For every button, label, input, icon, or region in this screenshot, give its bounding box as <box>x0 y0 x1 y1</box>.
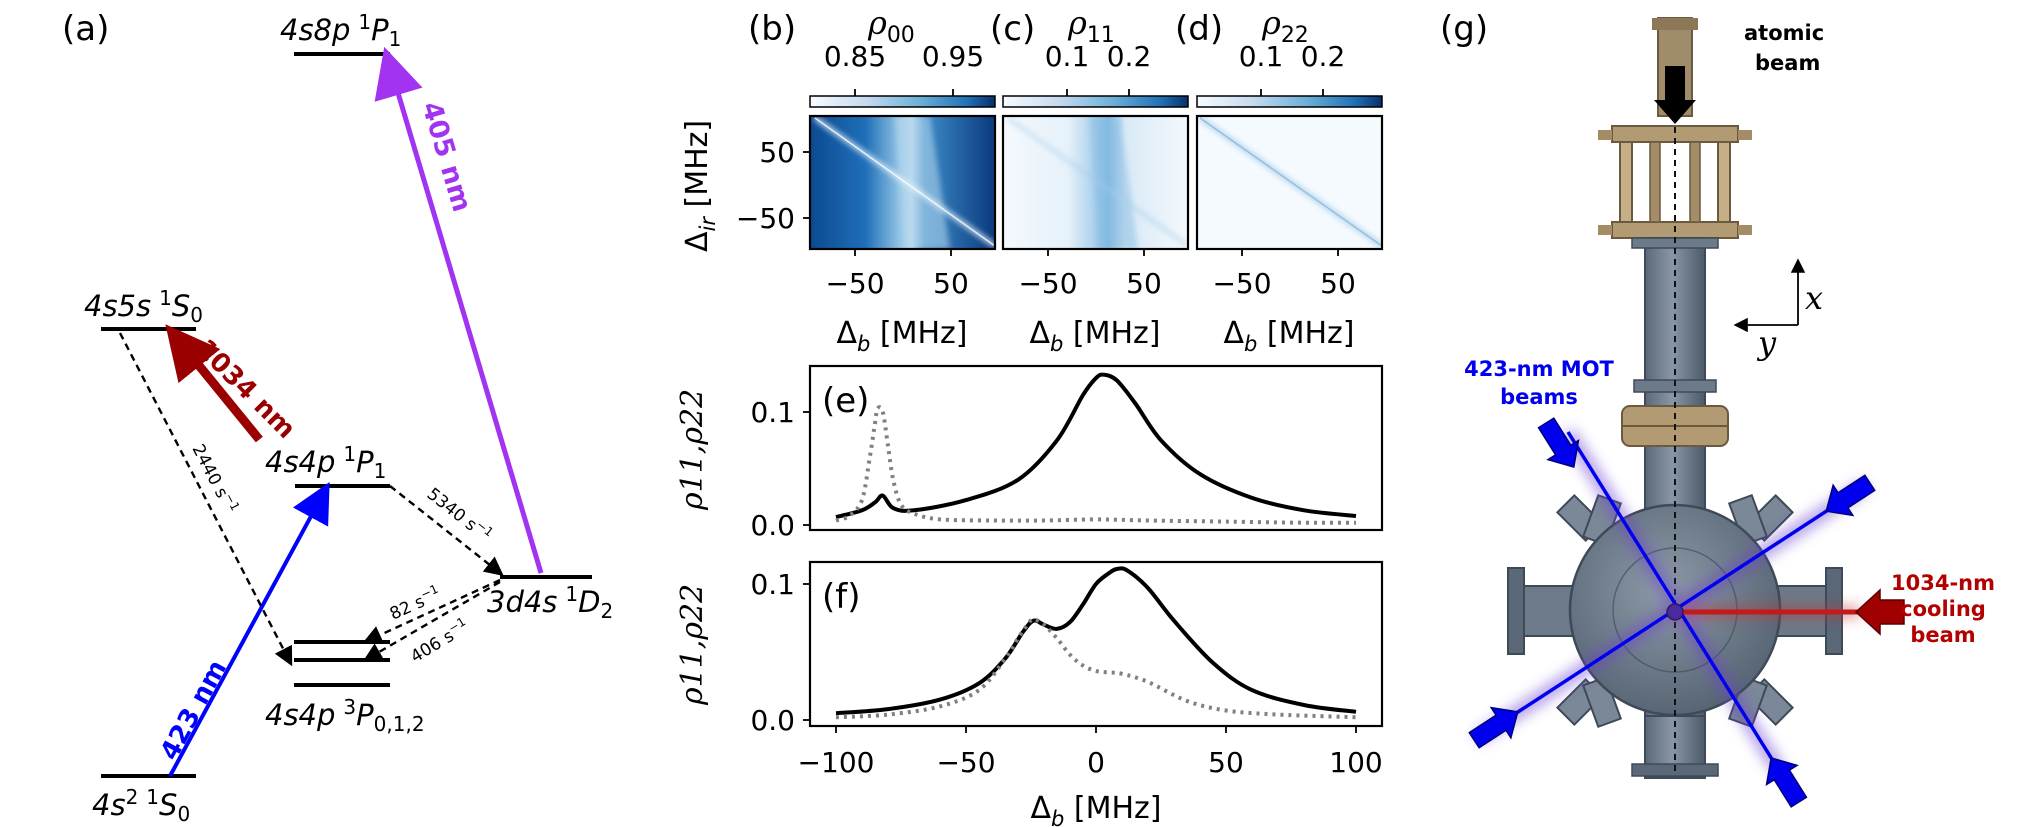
cbar-d-tick-1: 0.1 <box>1239 40 1284 73</box>
arrow-1034nm <box>165 324 263 443</box>
decay-406 <box>362 580 501 662</box>
cbar-c-tick-1: 0.1 <box>1045 40 1090 73</box>
decay-5340-label: 5340 s−1 <box>423 482 496 547</box>
plot-f-ytick-0: 0.0 <box>750 704 795 737</box>
heatmap-b-xlabel: Δb [MHz] <box>836 316 967 356</box>
plot-xtick-100: 100 <box>1329 746 1382 779</box>
heatmap-c-xlabel: Δb [MHz] <box>1029 316 1160 356</box>
plot-xtick-50: 50 <box>1208 746 1244 779</box>
heatmap-panels: (b) (c) (d) ρ00 ρ11 ρ22 0.85 0.95 0.1 0.… <box>680 4 1384 356</box>
plot-e-rho11-line <box>835 372 1357 520</box>
mot-beam-diagonal-2 <box>1566 431 1782 773</box>
panel-b-label: (b) <box>748 9 796 49</box>
arrow-405nm <box>374 46 544 574</box>
panel-e-label: (e) <box>822 381 869 421</box>
plot-f-rho22-line <box>835 617 1357 720</box>
panel-g-label: (g) <box>1440 9 1488 49</box>
plot-e-ylabel: ρ11,ρ22 <box>675 389 710 511</box>
heatmap-c <box>1003 116 1188 249</box>
axis-y-label: y <box>1756 324 1777 362</box>
cooling-label-3: beam <box>1910 623 1975 647</box>
colorbar-b <box>809 95 996 108</box>
atomic-beam-label-2: beam <box>1755 51 1820 75</box>
panel-g: (g) <box>1440 9 1995 808</box>
decay-2440 <box>118 332 293 667</box>
plot-e-frame <box>808 364 1384 532</box>
cooling-label-1: 1034-nm <box>1891 571 1995 595</box>
arrow-423nm <box>168 481 330 777</box>
heatmap-d-xtick-1: −50 <box>1212 267 1271 300</box>
heatmap-d-xlabel: Δb [MHz] <box>1223 316 1354 356</box>
heatmap-ytick-2: −50 <box>736 202 795 235</box>
plot-xticks: −100 −50 0 50 100 <box>798 726 1383 779</box>
plot-e-series <box>835 372 1357 525</box>
atomic-beam-label-1: atomic <box>1744 21 1824 45</box>
plot-xlabel: Δb [MHz] <box>1030 791 1161 827</box>
plot-f-rho11-line <box>835 566 1357 716</box>
mot-label-1: 423-nm MOT <box>1464 357 1614 381</box>
heatmap-b-xtick-2: 50 <box>933 267 969 300</box>
heatmap-ylabel: Δir [MHz] <box>680 120 720 252</box>
label-423nm: 423 nm <box>155 655 233 765</box>
plot-e-ytick-1: 0.1 <box>750 396 795 429</box>
decay-406-label: 406 s−1 <box>406 614 473 667</box>
plot-e-ytick-0: 0.0 <box>750 509 795 542</box>
atom-cloud <box>1666 603 1684 621</box>
cooling-beam-arrow <box>1854 588 1905 636</box>
heatmap-d <box>1197 116 1382 249</box>
plot-f-ytick-1: 0.1 <box>750 568 795 601</box>
colorbar-d <box>1196 95 1383 108</box>
cbar-b-tick-2: 0.95 <box>922 40 984 73</box>
plot-xtick-m100: −100 <box>798 746 875 779</box>
heatmap-b <box>810 116 995 249</box>
label-405nm: 405 nm <box>415 98 477 215</box>
heatmap-xticks: −50 50 −50 50 −50 50 <box>825 249 1356 300</box>
decay-82 <box>362 578 501 644</box>
panel-a-label: (a) <box>62 9 109 49</box>
panel-f-label: (f) <box>822 577 861 617</box>
cbar-b-tick-1: 0.85 <box>824 40 886 73</box>
mot-beam-arrows <box>1468 417 1876 808</box>
heatmap-c-xtick-2: 50 <box>1126 267 1162 300</box>
decay-2440-label: 2440 s−1 <box>188 440 243 517</box>
panel-d-label: (d) <box>1175 9 1223 49</box>
cooling-label-2: cooling <box>1900 597 1986 621</box>
heatmap-ytick-1: 50 <box>759 136 795 169</box>
heatmap-d-xtick-2: 50 <box>1320 267 1356 300</box>
mot-label-2: beams <box>1500 385 1578 409</box>
colorbar-c <box>1002 95 1189 108</box>
plot-xtick-0: 0 <box>1087 746 1105 779</box>
plot-f-series <box>835 566 1357 720</box>
cbar-d-tick-2: 0.2 <box>1301 40 1346 73</box>
atomic-beam-arrow <box>1654 66 1696 124</box>
panel-c-label: (c) <box>990 9 1035 49</box>
plot-xtick-m50: −50 <box>936 746 995 779</box>
cbar-c-tick-2: 0.2 <box>1107 40 1152 73</box>
heatmap-c-xtick-1: −50 <box>1018 267 1077 300</box>
axis-x-label: x <box>1805 279 1823 317</box>
plot-f-ylabel: ρ11,ρ22 <box>675 584 710 706</box>
line-plots: (e) (f) 0.1 0.0 0.1 0.0 ρ11,ρ22 ρ11,ρ22 … <box>675 364 1384 827</box>
heatmap-b-xtick-1: −50 <box>825 267 884 300</box>
